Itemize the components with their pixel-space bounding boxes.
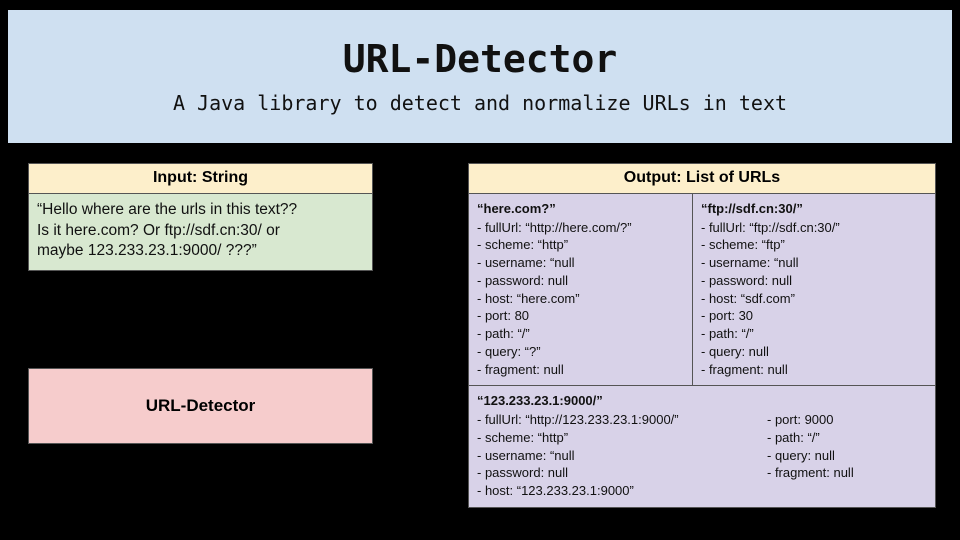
url-result-title: “123.233.23.1:9000/”: [477, 393, 603, 409]
url-field-fullurl: - fullUrl: “http://123.233.23.1:9000/”: [477, 412, 679, 428]
url-detector-label: URL-Detector: [145, 396, 256, 415]
url-field-scheme: - scheme: “ftp”: [701, 237, 785, 253]
url-field-scheme: - scheme: “http”: [477, 237, 569, 253]
url-result-title: “ftp://sdf.cn:30/”: [701, 201, 803, 216]
url-field-query: - query: “?”: [477, 343, 541, 359]
url-field-scheme: - scheme: “http”: [477, 429, 569, 445]
header-banner: URL-Detector A Java library to detect an…: [6, 8, 954, 145]
url-field-host: - host: “123.233.23.1:9000”: [477, 483, 634, 499]
url-result-title: “here.com?”: [477, 201, 556, 216]
output-results-grid: “here.com?” - fullUrl: “http://here.com/…: [469, 194, 935, 507]
url-field-fullurl: - fullUrl: “ftp://sdf.cn:30/”: [701, 219, 840, 235]
url-field-host: - host: “here.com”: [477, 290, 580, 306]
output-panel: Output: List of URLs “here.com?” - fullU…: [468, 163, 936, 508]
url-field-host: - host: “sdf.com”: [701, 290, 795, 306]
input-line: “Hello where are the urls in this text??: [37, 201, 298, 218]
output-row-top: “here.com?” - fullUrl: “http://here.com/…: [469, 194, 935, 387]
input-string-text: “Hello where are the urls in this text??…: [29, 194, 372, 270]
url-result-card: “ftp://sdf.cn:30/” - fullUrl: “ftp://sdf…: [693, 194, 935, 385]
url-field-password: - password: null: [477, 272, 569, 288]
url-result-columns: - fullUrl: “http://123.233.23.1:9000/” -…: [477, 411, 927, 500]
url-field-fragment: - fragment: null: [701, 361, 788, 377]
url-field-username: - username: “null: [477, 447, 575, 463]
url-detector-process-box: URL-Detector: [28, 368, 373, 444]
url-field-query: - query: null: [701, 343, 769, 359]
url-field-path: - path: “/”: [477, 326, 530, 342]
url-field-port: - port: 9000: [767, 412, 834, 428]
page-title: URL-Detector: [342, 36, 618, 81]
output-panel-header: Output: List of URLs: [469, 164, 935, 194]
input-line: maybe 123.233.23.1:9000/ ???”: [37, 242, 257, 260]
url-field-fragment: - fragment: null: [477, 361, 564, 377]
url-field-path: - path: “/”: [701, 326, 754, 342]
output-row-bottom: “123.233.23.1:9000/” - fullUrl: “http://…: [469, 386, 935, 506]
url-field-password: - password: null: [477, 465, 569, 481]
input-panel-header: Input: String: [29, 164, 372, 194]
url-field-fragment: - fragment: null: [767, 465, 854, 481]
url-field-fullurl: - fullUrl: “http://here.com/?”: [477, 219, 632, 235]
url-field-path: - path: “/”: [767, 429, 820, 445]
page-subtitle: A Java library to detect and normalize U…: [172, 91, 788, 116]
url-result-column-left: - fullUrl: “http://123.233.23.1:9000/” -…: [477, 411, 767, 500]
url-result-column-right: - port: 9000 - path: “/” - query: null -…: [767, 411, 927, 500]
url-result-card: “123.233.23.1:9000/” - fullUrl: “http://…: [469, 386, 935, 506]
url-result-card: “here.com?” - fullUrl: “http://here.com/…: [469, 194, 693, 386]
url-field-username: - username: “null: [477, 255, 575, 271]
url-field-port: - port: 80: [477, 308, 530, 324]
input-panel: Input: String “Hello where are the urls …: [28, 163, 373, 271]
input-line: Is it here.com? Or ftp://sdf.cn:30/ or: [37, 221, 280, 239]
url-field-port: - port: 30: [701, 308, 754, 324]
url-field-query: - query: null: [767, 447, 835, 463]
url-field-username: - username: “null: [701, 255, 799, 271]
url-field-password: - password: null: [701, 272, 793, 288]
